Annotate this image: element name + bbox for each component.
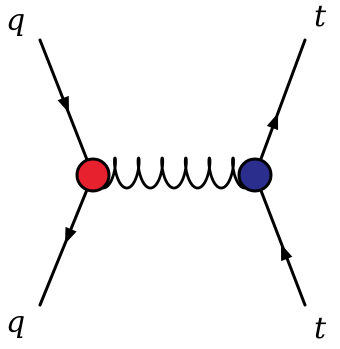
arrow-incoming-quark-icon bbox=[57, 95, 69, 113]
vertex-right bbox=[237, 157, 273, 193]
label-bottom-right: t bbox=[314, 311, 327, 346]
label-top-right: t bbox=[314, 0, 327, 34]
gluon-propagator bbox=[91, 156, 257, 190]
label-top-left: q bbox=[6, 3, 25, 38]
label-bottom-left: q bbox=[6, 305, 25, 340]
arrow-outgoing-quark-icon bbox=[65, 226, 77, 244]
outgoing-top-line bbox=[253, 38, 307, 177]
incoming-top-line bbox=[253, 173, 307, 307]
arrow-outgoing-top-icon bbox=[266, 113, 279, 131]
vertex-left bbox=[75, 157, 111, 193]
arrow-incoming-top-icon bbox=[281, 244, 293, 262]
